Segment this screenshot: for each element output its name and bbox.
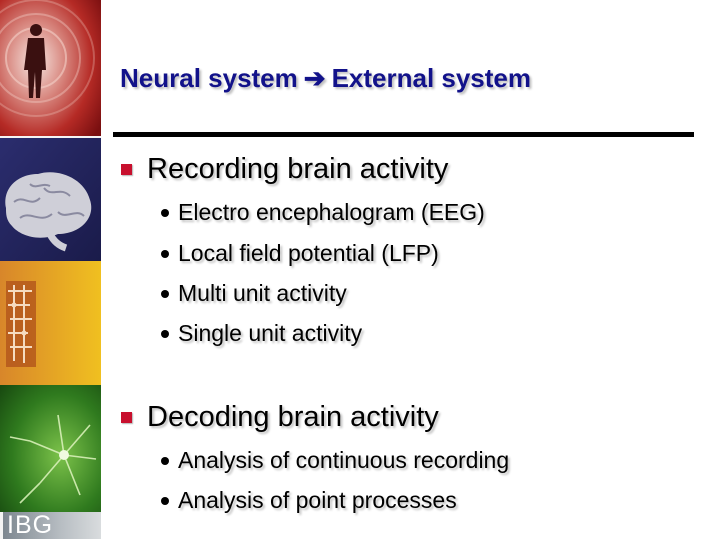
list-item: Local field potential (LFP) xyxy=(161,240,439,267)
square-bullet-icon xyxy=(121,164,132,175)
slide-title: Neural system➔External system xyxy=(120,63,531,94)
human-figure-image xyxy=(0,0,101,136)
square-bullet-icon xyxy=(121,412,132,423)
right-arrow-icon: ➔ xyxy=(303,63,326,93)
sidebar-image-strip: IBG xyxy=(0,0,101,539)
section-heading-text: Decoding brain activity xyxy=(147,401,439,433)
list-item: Analysis of point processes xyxy=(161,487,457,514)
section-heading-text: Recording brain activity xyxy=(147,153,449,185)
dot-bullet-icon xyxy=(161,456,169,465)
neuron-image xyxy=(0,385,101,512)
list-item-text: Local field potential (LFP) xyxy=(178,240,439,266)
dot-bullet-icon xyxy=(161,496,169,505)
ibg-logo-banner xyxy=(3,512,101,539)
list-item-text: Analysis of point processes xyxy=(178,487,457,513)
title-underline-rule xyxy=(113,132,694,137)
dot-bullet-icon xyxy=(161,289,169,298)
dot-bullet-icon xyxy=(161,249,169,258)
list-item: Multi unit activity xyxy=(161,280,347,307)
section-heading-decoding: Decoding brain activity xyxy=(121,401,439,434)
circuit-image xyxy=(0,261,101,385)
list-item: Electro encephalogram (EEG) xyxy=(161,199,485,226)
dot-bullet-icon xyxy=(161,208,169,217)
ibg-logo-text: IBG xyxy=(7,511,54,539)
brain-image xyxy=(0,138,101,261)
list-item-text: Electro encephalogram (EEG) xyxy=(178,199,485,225)
section-heading-recording: Recording brain activity xyxy=(121,153,448,186)
list-item: Single unit activity xyxy=(161,320,362,347)
title-right: External system xyxy=(331,63,532,93)
list-item: Analysis of continuous recording xyxy=(161,447,509,474)
title-left: Neural system xyxy=(120,63,298,93)
list-item-text: Multi unit activity xyxy=(178,280,347,306)
list-item-text: Single unit activity xyxy=(178,320,363,346)
list-item-text: Analysis of continuous recording xyxy=(178,447,510,473)
dot-bullet-icon xyxy=(161,329,169,338)
